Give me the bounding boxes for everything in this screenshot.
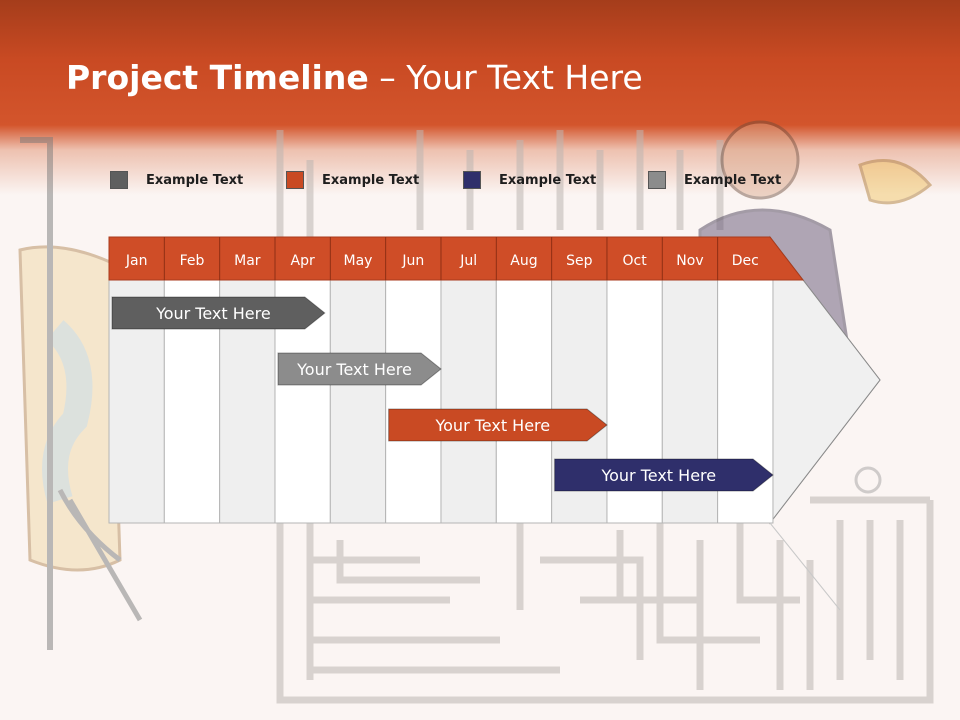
- legend-label: Example Text: [322, 173, 420, 188]
- month-column-may: [329, 279, 387, 524]
- month-label-may: May: [344, 253, 373, 269]
- month-header-bar: [108, 236, 805, 281]
- task-arrow-shape: [554, 458, 774, 492]
- task-arrow-shape: [388, 408, 608, 442]
- month-label-mar: Mar: [234, 253, 261, 269]
- month-label-sep: Sep: [566, 253, 593, 269]
- month-label-jun: Jun: [401, 253, 424, 269]
- legend-label: Example Text: [146, 173, 244, 188]
- month-label-apr: Apr: [291, 253, 315, 269]
- task-bar-4: Your Text Here: [554, 458, 774, 492]
- title-rest: – Your Text Here: [368, 58, 643, 97]
- header-band: [0, 0, 960, 195]
- legend-label: Example Text: [499, 173, 597, 188]
- month-label-oct: Oct: [623, 253, 648, 269]
- task-arrow-shape: [111, 296, 326, 330]
- month-label-jan: Jan: [125, 253, 148, 269]
- legend-swatch: [463, 171, 481, 189]
- task-arrow-shape: [277, 352, 442, 386]
- legend-swatch: [648, 171, 666, 189]
- task-label: Your Text Here: [155, 304, 271, 323]
- title-bold: Project Timeline: [66, 58, 369, 97]
- task-bar-3: Your Text Here: [388, 408, 608, 442]
- task-bar-2: Your Text Here: [277, 352, 442, 386]
- legend-swatch: [110, 171, 128, 189]
- month-column-jun: [385, 279, 442, 524]
- legend-swatch: [286, 171, 304, 189]
- month-label-jul: Jul: [459, 253, 477, 269]
- legend-label: Example Text: [684, 173, 782, 188]
- month-label-nov: Nov: [676, 253, 703, 269]
- task-bar-1: Your Text Here: [111, 296, 326, 330]
- slide-title: Project Timeline – Your Text Here: [66, 58, 643, 97]
- month-label-feb: Feb: [180, 253, 205, 269]
- task-label: Your Text Here: [600, 466, 716, 485]
- arrow-shadow-line: [769, 522, 841, 611]
- month-columns: [108, 279, 774, 524]
- month-column-jul: [440, 279, 497, 524]
- month-labels: Jan Feb Mar Apr May Jun Jul Aug Sep Oct Nov Dec: [125, 237, 759, 280]
- task-label: Your Text Here: [296, 360, 412, 379]
- scroll-illustration: [18, 137, 143, 650]
- task-label: Your Text Here: [434, 416, 550, 435]
- month-label-aug: Aug: [510, 253, 537, 269]
- month-label-dec: Dec: [732, 253, 759, 269]
- month-column-aug: [495, 279, 553, 524]
